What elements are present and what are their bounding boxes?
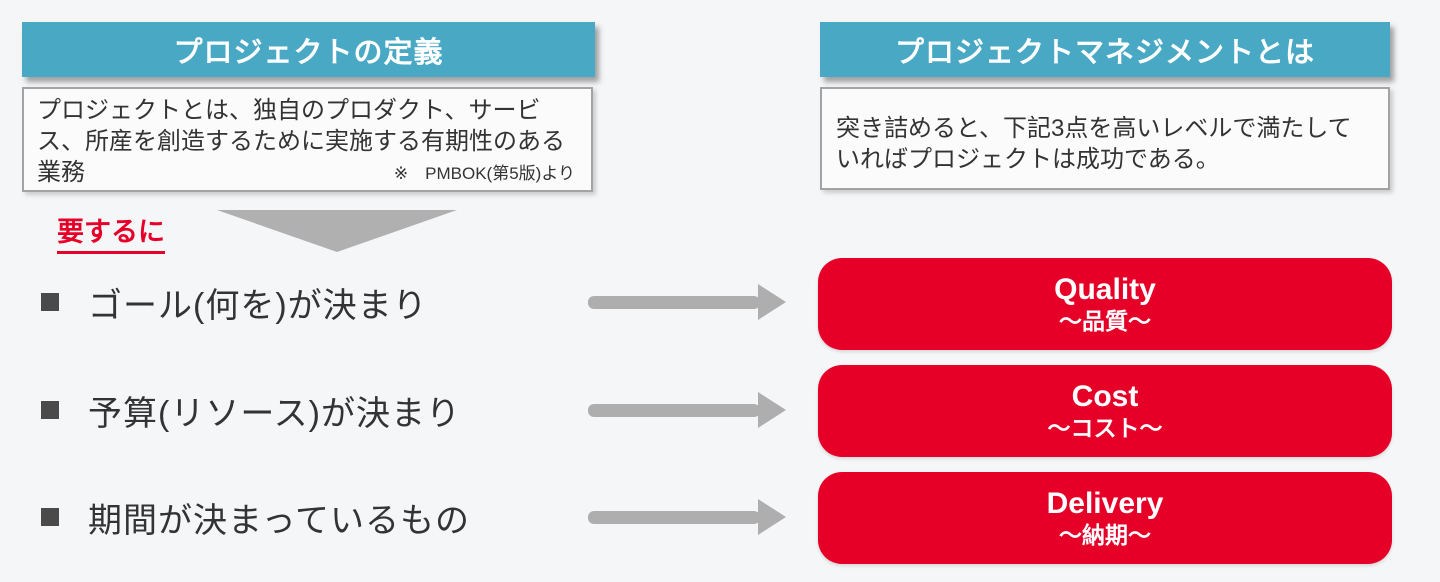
transition-label: 要するに	[57, 210, 165, 254]
arrow-shaft	[588, 296, 760, 309]
right-definition-box: 突き詰めると、下記3点を高いレベルで満たしていればプロジェクトは成功である。	[820, 87, 1390, 190]
right-panel-header: プロジェクトマネジメントとは	[820, 22, 1390, 77]
arrow-head	[758, 499, 786, 535]
bullet-square-icon	[41, 508, 59, 526]
bullet-row-goal: ゴール(何を)が決まり	[41, 282, 428, 325]
right-arrow-icon	[588, 499, 786, 535]
delivery-box-subtitle: 〜納期〜	[1059, 522, 1151, 548]
bullet-row-budget: 予算(リソース)が決まり	[41, 390, 461, 433]
quality-box-title: Quality	[1054, 273, 1156, 306]
arrow-shaft	[588, 511, 760, 524]
cost-box: Cost 〜コスト〜	[818, 365, 1392, 457]
arrow-shaft	[588, 404, 760, 417]
right-definition-text: 突き詰めると、下記3点を高いレベルで満たしていればプロジェクトは成功である。	[836, 115, 1352, 173]
bullet-text-period: 期間が決まっているもの	[88, 501, 470, 540]
left-definition-text: プロジェクトとは、独自のプロダクト、サービス、所産を創造するために実施する有期性…	[37, 97, 565, 186]
left-definition-box: プロジェクトとは、独自のプロダクト、サービス、所産を創造するために実施する有期性…	[22, 87, 593, 192]
right-arrow-icon	[588, 284, 786, 320]
arrow-head	[758, 392, 786, 428]
bullet-square-icon	[41, 293, 59, 311]
delivery-box-title: Delivery	[1046, 487, 1164, 520]
arrow-head	[758, 284, 786, 320]
delivery-box: Delivery 〜納期〜	[818, 472, 1392, 564]
cost-box-subtitle: 〜コスト〜	[1047, 415, 1163, 441]
right-arrow-icon	[588, 392, 786, 428]
bullet-row-period: 期間が決まっているもの	[41, 497, 470, 540]
bullet-text-budget: 予算(リソース)が決まり	[88, 394, 461, 433]
quality-box-subtitle: 〜品質〜	[1059, 308, 1151, 334]
down-arrow-triangle-shape	[217, 210, 457, 252]
pmbok-source-note: ※ PMBOK(第5版)より	[393, 164, 575, 183]
cost-box-title: Cost	[1071, 380, 1139, 413]
bullet-text-goal: ゴール(何を)が決まり	[88, 286, 428, 325]
quality-box: Quality 〜品質〜	[818, 258, 1392, 350]
left-panel-header: プロジェクトの定義	[22, 22, 595, 77]
bullet-square-icon	[41, 401, 59, 419]
